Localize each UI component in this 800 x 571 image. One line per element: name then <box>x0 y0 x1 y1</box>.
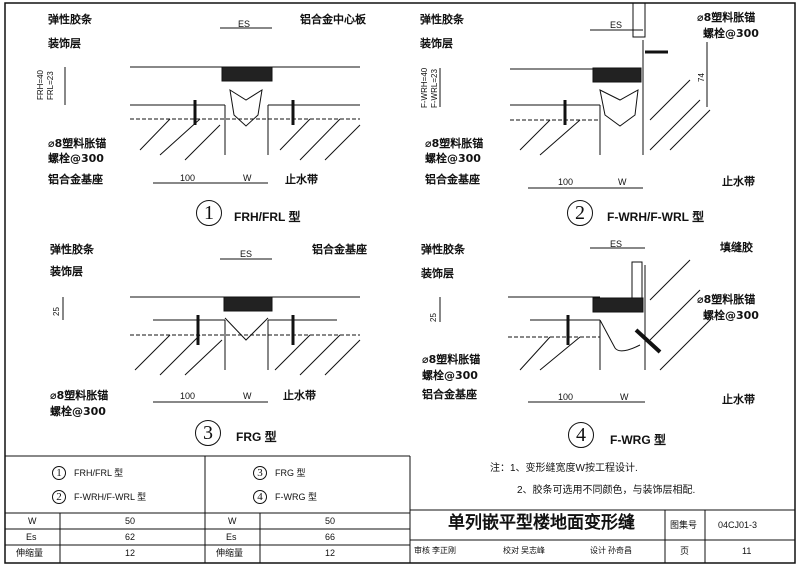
type-name: FRG 型 <box>275 468 306 478</box>
detail-caption: F-WRH/F-WRL 型 <box>607 210 705 224</box>
dim-25: 25 <box>429 313 438 322</box>
dim-74: 74 <box>697 73 706 82</box>
row-value: 62 <box>125 532 136 542</box>
row-key: 伸缩量 <box>216 548 244 558</box>
row-key: 伸缩量 <box>16 548 44 558</box>
row-value: 50 <box>125 516 136 526</box>
detail-caption: F-WRG 型 <box>610 433 666 447</box>
detail-number: 2 <box>567 200 593 226</box>
dim-w: W <box>243 391 252 401</box>
note-2: 2、胶条可选用不同颜色，与装饰层相配. <box>517 485 696 496</box>
row-key: Es <box>226 532 237 542</box>
label-bolt: 螺栓@300 <box>425 152 481 165</box>
table-lines <box>5 455 795 563</box>
dim-100: 100 <box>180 391 196 401</box>
label-wall-bolt: 螺栓@300 <box>703 309 759 322</box>
label-base: 铝合金基座 <box>312 243 367 256</box>
drawing-title: 单列嵌平型楼地面变形缝 <box>448 513 635 533</box>
label-bolt: 螺栓@300 <box>422 369 478 382</box>
label-waterstop: 止水带 <box>722 393 755 406</box>
row-value: 66 <box>325 532 336 542</box>
detail-caption: FRG 型 <box>236 430 277 444</box>
label-center-plate: 铝合金中心板 <box>300 13 366 26</box>
row-key: W <box>228 516 237 526</box>
reviewer-name: 李正刚 <box>432 546 456 555</box>
row-value: 50 <box>325 516 336 526</box>
label-base: 铝合金基座 <box>422 388 477 401</box>
page-frame <box>4 2 796 564</box>
label-waterstop: 止水带 <box>722 175 755 188</box>
dim-es: ES <box>238 19 251 29</box>
checker-name: 吴志峰 <box>521 546 545 555</box>
label-elastic-strip: 弹性胶条 <box>50 243 94 256</box>
label-elastic-strip: 弹性胶条 <box>420 13 464 26</box>
dim-100: 100 <box>558 392 574 402</box>
dim-100: 100 <box>180 173 196 183</box>
label-anchor: ⌀8塑料胀锚 <box>48 137 107 150</box>
label-elastic-strip: 弹性胶条 <box>48 13 92 26</box>
dim-height-1: F-WRH=40 <box>420 67 429 108</box>
detail-2-drawing <box>439 2 711 189</box>
detail-number: 1 <box>196 200 222 226</box>
dim-w: W <box>620 392 629 402</box>
label-base: 铝合金基座 <box>425 173 480 186</box>
label-anchor: ⌀8塑料胀锚 <box>50 389 109 402</box>
dim-es: ES <box>240 249 253 259</box>
label-finish-layer: 装饰层 <box>420 37 453 50</box>
label-wall-anchor: ⌀8塑料胀锚 <box>697 11 756 24</box>
review-label: 审核 <box>414 546 430 555</box>
type-number: 4 <box>253 490 267 504</box>
type-number: 2 <box>52 490 66 504</box>
detail-4-drawing <box>439 247 711 403</box>
row-value: 12 <box>325 548 336 558</box>
dim-height-2: F-WRL=23 <box>430 69 439 108</box>
design-label: 设计 <box>590 546 606 555</box>
dim-es: ES <box>610 20 623 30</box>
detail-caption: FRH/FRL 型 <box>234 210 301 224</box>
note-1: 注：1、变形缝宽度W按工程设计. <box>490 463 638 474</box>
label-anchor: ⌀8塑料胀锚 <box>425 137 484 150</box>
label-waterstop: 止水带 <box>285 173 318 186</box>
row-value: 12 <box>125 548 136 558</box>
label-finish-layer: 装饰层 <box>421 267 454 280</box>
type-name: F-WRG 型 <box>275 492 317 502</box>
label-wall-bolt: 螺栓@300 <box>703 27 759 40</box>
designer-name: 孙奇昌 <box>608 546 632 555</box>
atlas-label: 图集号 <box>670 520 698 530</box>
type-number: 3 <box>253 466 267 480</box>
check-label: 校对 <box>503 546 519 555</box>
label-bolt: 螺栓@300 <box>50 405 106 418</box>
detail-3-drawing <box>62 258 361 403</box>
detail-1-drawing <box>64 27 361 184</box>
dim-height-1: FRH=40 <box>36 69 45 100</box>
type-name: FRH/FRL 型 <box>74 468 124 478</box>
dim-height-2: FRL=23 <box>46 71 55 100</box>
label-finish-layer: 装饰层 <box>48 37 81 50</box>
label-base: 铝合金基座 <box>48 173 103 186</box>
label-anchor: ⌀8塑料胀锚 <box>422 353 481 366</box>
detail-number: 3 <box>195 420 221 446</box>
label-wall-anchor: ⌀8塑料胀锚 <box>697 293 756 306</box>
label-bolt: 螺栓@300 <box>48 152 104 165</box>
row-key: W <box>28 516 37 526</box>
label-elastic-strip: 弹性胶条 <box>421 243 465 256</box>
dim-25: 25 <box>52 307 61 316</box>
type-number: 1 <box>52 466 66 480</box>
page-label: 页 <box>680 546 690 556</box>
type-name: F-WRH/F-WRL 型 <box>74 492 147 502</box>
page-number: 11 <box>742 546 752 556</box>
dim-w: W <box>243 173 252 183</box>
atlas-number: 04CJ01-3 <box>718 520 758 530</box>
row-key: Es <box>26 532 37 542</box>
label-finish-layer: 装饰层 <box>50 265 83 278</box>
dim-es: ES <box>610 239 623 249</box>
label-waterstop: 止水带 <box>283 389 316 402</box>
dim-100: 100 <box>558 177 574 187</box>
label-sealant: 填缝胶 <box>720 241 753 254</box>
dim-w: W <box>618 177 627 187</box>
detail-number: 4 <box>568 422 594 448</box>
